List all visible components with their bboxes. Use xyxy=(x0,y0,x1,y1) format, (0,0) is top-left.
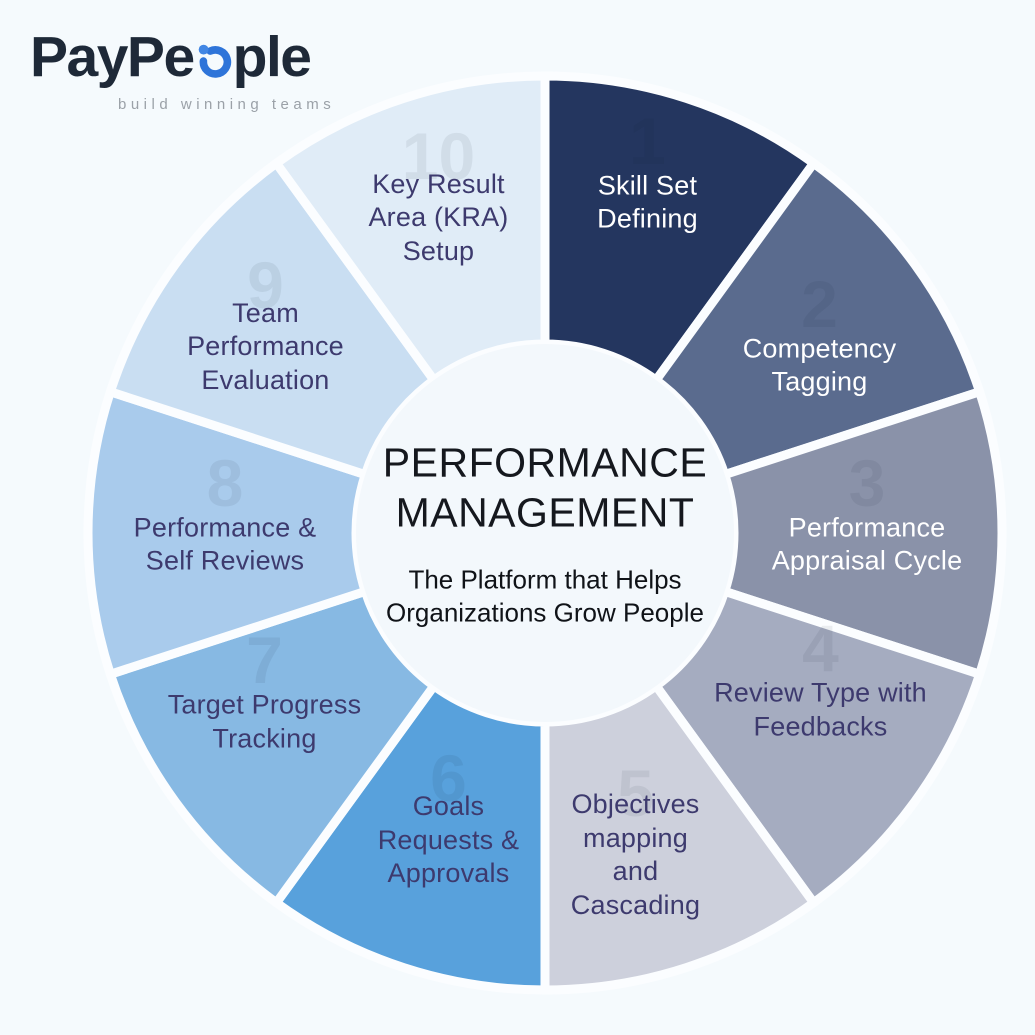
paypeople-logo: PayPe ple build winning teams xyxy=(30,24,350,113)
logo-swirl-o-icon xyxy=(195,28,232,78)
wheel-center-circle xyxy=(356,344,734,722)
logo-wordmark: PayPe ple xyxy=(30,24,350,90)
logo-tagline: build winning teams xyxy=(118,96,336,113)
diagram-subtitle: The Platform that Helps Organizations Gr… xyxy=(386,564,704,628)
wheel-center-text: PERFORMANCE MANAGEMENT The Platform that… xyxy=(355,437,735,628)
logo-text-before: PayPe xyxy=(30,25,195,89)
logo-text-after: ple xyxy=(232,25,312,89)
diagram-title: PERFORMANCE MANAGEMENT xyxy=(382,439,708,536)
